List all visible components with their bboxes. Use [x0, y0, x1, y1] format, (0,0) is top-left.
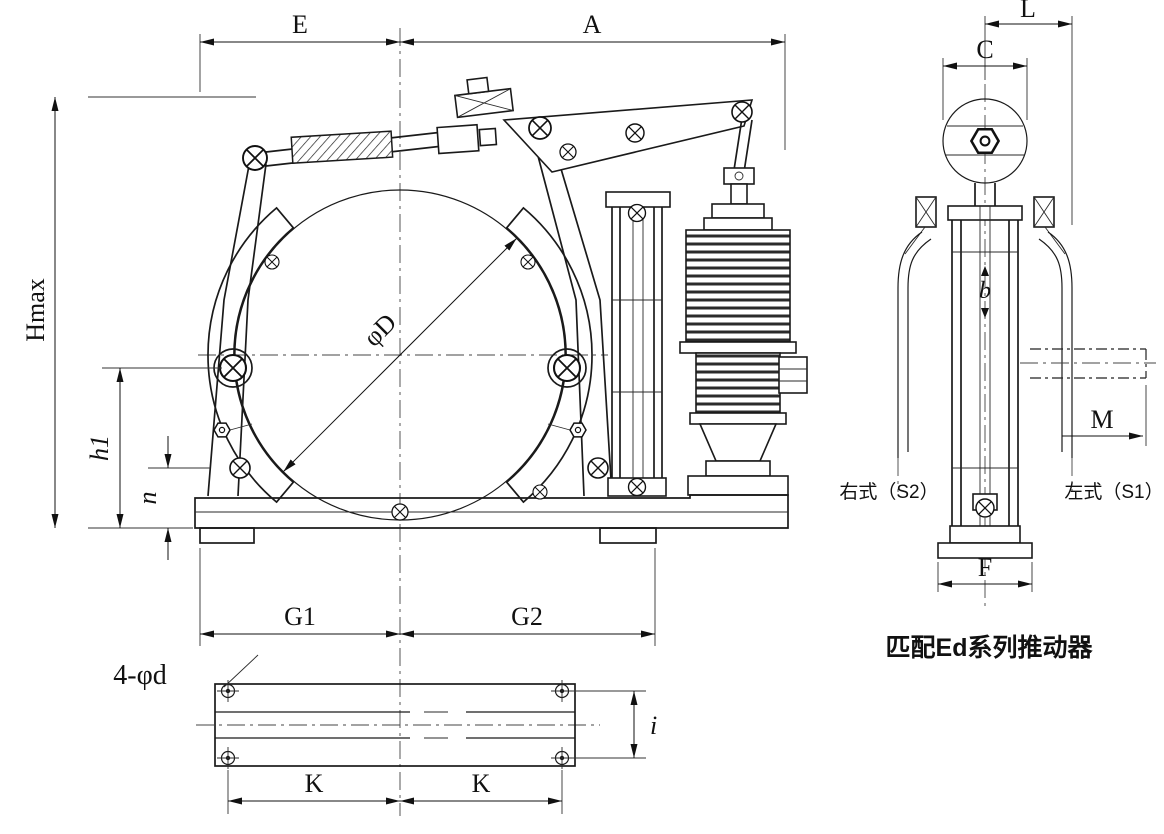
- dim-label-hmax: Hmax: [21, 278, 50, 342]
- lock-nut: [478, 127, 498, 147]
- dim-label-n: n: [133, 492, 162, 505]
- thruster: [679, 203, 808, 496]
- spring-column: [605, 191, 671, 497]
- dim-label-k-right: K: [472, 769, 491, 798]
- thruster-cone: [698, 423, 778, 462]
- side-dimensions: L C b M F 右式（S2） 左式（S1）: [839, 0, 1164, 592]
- thruster-motor-fins: [685, 229, 791, 343]
- side-base: [937, 493, 1033, 559]
- thruster-caption: 匹配Ed系列推动器: [886, 634, 1094, 662]
- dim-label-f: F: [978, 553, 992, 582]
- type-label-left: 左式（S1）: [1064, 481, 1163, 503]
- brake-arm-right: [537, 151, 613, 497]
- junction-box: [778, 356, 808, 394]
- dim-label-g2: G2: [511, 602, 543, 631]
- bottom-dimensions: 4-φd K K i: [113, 654, 657, 814]
- brake-shoe-right: [505, 206, 593, 504]
- drum-diameter-arrow: [282, 237, 518, 473]
- type-label-right: 右式（S2）: [839, 481, 938, 503]
- front-view: [194, 28, 808, 816]
- thruster-base: [687, 475, 789, 496]
- customer-shaft: [1020, 348, 1156, 379]
- thruster-link: [733, 117, 753, 173]
- mounting-holes: [217, 680, 573, 769]
- top-linkage: [265, 76, 755, 205]
- foot-right: [599, 527, 657, 544]
- dim-label-c: C: [976, 35, 993, 64]
- shoe-pivot-boss-right: [547, 348, 587, 388]
- bottom-view: 4-φd K K i: [113, 654, 657, 814]
- base-frame: [194, 494, 789, 544]
- brake-shoe-left: [207, 206, 295, 504]
- thruster-clevis: [723, 167, 755, 185]
- dim-label-l: L: [1020, 0, 1036, 23]
- side-view: L C b M F 右式（S2） 左式（S1） 匹配Ed系列推动器: [839, 0, 1163, 662]
- release-lock: [453, 76, 515, 119]
- mounting-plate: [214, 683, 576, 767]
- foot-left: [199, 527, 255, 544]
- dim-label-g1: G1: [284, 602, 316, 631]
- brake-arm-left: [207, 159, 267, 497]
- dim-label-e: E: [292, 10, 308, 39]
- thruster-lower-fins: [695, 352, 781, 414]
- side-column: [897, 206, 1073, 526]
- dim-label-b: b: [979, 278, 991, 304]
- dim-label-phi-d: φD: [358, 308, 402, 352]
- dim-label-h1: h1: [85, 435, 114, 461]
- turnbuckle: [436, 123, 480, 155]
- dim-label-k-left: K: [305, 769, 324, 798]
- side-head: [904, 98, 1066, 255]
- dim-label-m: M: [1090, 405, 1113, 434]
- thruster-rod: [730, 183, 748, 205]
- pivot-bolts: [213, 101, 753, 521]
- dim-label-holes: 4-φd: [113, 660, 166, 691]
- brake-spring: [290, 130, 394, 165]
- dim-label-a: A: [583, 10, 602, 39]
- dim-label-i: i: [650, 711, 657, 740]
- front-dimensions: E A Hmax h1 n φD G1 G2: [21, 10, 786, 646]
